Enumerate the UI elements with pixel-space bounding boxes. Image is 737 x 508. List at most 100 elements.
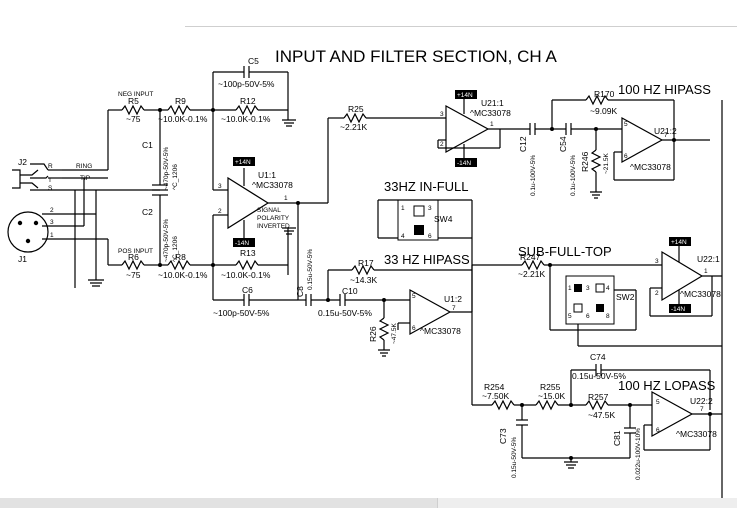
u21-1-pin1: 1	[490, 121, 494, 128]
c6-value: ~100p-50V-5%	[213, 308, 270, 318]
r246-value: ~21.5K	[603, 153, 610, 174]
neg-input-label: NEG INPUT	[118, 91, 153, 98]
j2-pin-r: R	[48, 163, 53, 170]
ring-label: RING	[76, 163, 92, 170]
r25-label: R25	[348, 104, 364, 114]
bottom-scrollbar[interactable]	[0, 498, 737, 508]
c74-value: 0.15u-50V-5%	[572, 371, 626, 381]
r5-value: ~75	[126, 114, 141, 124]
r257-value: ~47.5K	[588, 410, 616, 420]
c1-label: C1	[142, 140, 153, 150]
u1-1-pin3: 3	[218, 183, 222, 190]
u22-1-part: ^MC33078	[680, 289, 721, 299]
u22-2-pin6: 6	[656, 427, 660, 434]
sw4-label: SW4	[434, 214, 453, 224]
c12-label: C12	[518, 136, 528, 152]
sw2-pin3: 3	[586, 285, 590, 292]
c2-footprint: ^C_1206	[172, 236, 179, 262]
u21-1-vpos: +14N	[457, 92, 473, 99]
u1-2-label: U1:2	[444, 294, 462, 304]
u22-1-pin3: 3	[655, 258, 659, 265]
sw4-pin6: 6	[428, 233, 432, 240]
capacitor-c2: C2 ~470p-50V-5% ^C_1206	[142, 194, 179, 265]
switch-sw4[interactable]: 1 3 4 6 SW4	[377, 199, 472, 241]
u1-1-vpos: +14N	[235, 159, 251, 166]
r12-label: R12	[240, 96, 256, 106]
j1-pin-3: 3	[50, 219, 54, 226]
u22-2-pin7: 7	[700, 406, 704, 413]
r255-value: ~15.0K	[538, 391, 566, 401]
u22-1-pin2: 2	[655, 290, 659, 297]
u21-1-pin2: 2	[440, 141, 444, 148]
top-window-strip	[0, 0, 737, 26]
j2-pin-s: S	[48, 185, 53, 192]
signal-note-1: SIGNAL	[257, 207, 281, 214]
r257-label: R257	[588, 392, 609, 402]
sw2-pin5: 5	[568, 313, 572, 320]
c54-label: C54	[558, 136, 568, 152]
r17-label: R17	[358, 258, 374, 268]
c10-label: C10	[342, 286, 358, 296]
u1-2-pin6: 6	[412, 325, 416, 332]
u1-out-bus: R25 ~2.21K	[297, 104, 446, 300]
opamp-u22-1: +14N -14N 3 2 1 U22:1 ^MC33078	[649, 237, 722, 317]
r170-label: R170	[594, 89, 615, 99]
hipass100-heading: 100 HZ HIPASS	[618, 82, 711, 97]
capacitor-c1: C1 ~470p-50V-5% ^C_1206	[142, 110, 179, 191]
c81-value: 0.022u-100V-10%	[635, 428, 642, 480]
u21-1-part: ^MC33078	[470, 108, 511, 118]
pos-input-label: POS INPUT	[118, 248, 153, 255]
u22-2-part: ^MC33078	[676, 429, 717, 439]
signal-note-3: INVERTED	[257, 223, 290, 230]
u1-1-part: ^MC33078	[252, 180, 293, 190]
switch-sw2[interactable]: 1 3 4 5 6 8 SW2	[565, 275, 722, 347]
c5-value: ~100p-50V-5%	[218, 79, 275, 89]
u1-1-label: U1:1	[258, 170, 276, 180]
u1-2-pin5: 5	[412, 293, 416, 300]
u21-2-pin6: 6	[624, 153, 628, 160]
signal-note-2: POLARITY	[257, 215, 290, 222]
resistor-r8: R8 ~10.0K-0.1%	[158, 252, 213, 280]
tip-label: TIP	[80, 175, 90, 182]
u21-1-vneg: -14N	[457, 160, 471, 167]
r12-value: ~10.0K-0.1%	[221, 114, 271, 124]
sw2-label: SW2	[616, 292, 635, 302]
r9-label: R9	[175, 96, 186, 106]
u22-1-vpos: +14N	[671, 239, 687, 246]
u22-2-pin5: 5	[656, 399, 660, 406]
c2-label: C2	[142, 207, 153, 217]
u1-1-pin1: 1	[284, 195, 288, 202]
hipass100-filter: C12 0.1u-100V-5% C54 0.1u-100V-5% R170 ~…	[518, 89, 675, 199]
u21-2-pin7: 7	[664, 132, 668, 139]
r254-value: ~7.50K	[482, 391, 510, 401]
r254-label: R254	[484, 382, 505, 392]
c2-value: ~470p-50V-5%	[163, 219, 170, 262]
u22-1-vneg: -14N	[671, 306, 685, 313]
r170-value: ~9.09K	[590, 106, 618, 116]
u1-1-vneg: -14N	[235, 240, 249, 247]
sub-full-top-path: R247 ~2.21K	[471, 252, 662, 405]
subFullTop-heading: SUB-FULL-TOP	[518, 244, 612, 259]
opamp-u21-2: 5 6 7 U21:2 ^MC33078	[613, 100, 723, 498]
r247-label: R247	[520, 252, 541, 262]
u22-1-pin1: 1	[704, 268, 708, 275]
connector-j1: J1 2 3 1	[7, 207, 62, 264]
r8-value: ~10.0K-0.1%	[158, 270, 208, 280]
sw4-pin1: 1	[401, 205, 405, 212]
u1-2-part: ^MC33078	[420, 326, 461, 336]
r26-label: R26	[368, 326, 378, 342]
sw4-pin4: 4	[401, 233, 405, 240]
top-divider	[185, 26, 737, 27]
j1-label: J1	[18, 254, 27, 264]
c8-value: 0.15u-50V-5%	[307, 249, 314, 290]
c8-label: C8	[295, 286, 305, 297]
r13-value: ~10.0K-0.1%	[221, 270, 271, 280]
scrollbar-thumb[interactable]	[437, 498, 737, 508]
c81-label: C81	[612, 430, 622, 446]
u21-2-label: U21:2	[654, 126, 677, 136]
feedback-c6-r13: R13 ~10.0K-0.1% C6 ~100p-50V-5%	[212, 215, 298, 318]
c1-footprint: ^C_1206	[172, 164, 179, 190]
sw2-pin1: 1	[568, 285, 572, 292]
u22-2-label: U22:2	[690, 396, 713, 406]
r246-label: R246	[580, 151, 590, 172]
